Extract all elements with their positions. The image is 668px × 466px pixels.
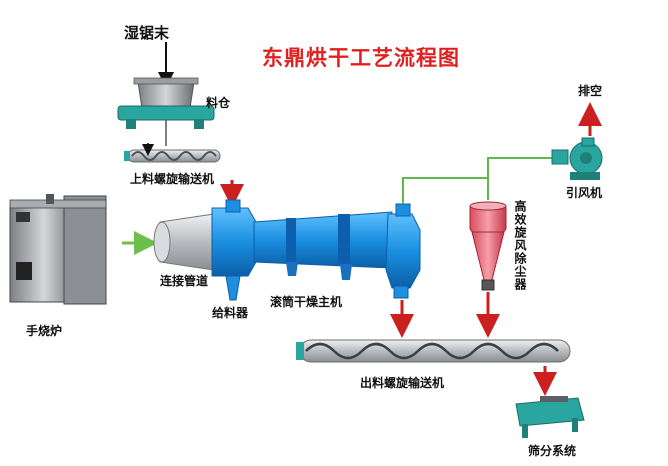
induced-draft-fan [551,137,603,180]
rotary-dryer [211,199,421,301]
dryer-label: 滚筒干燥主机 [270,295,343,309]
furnace-machine [9,194,107,305]
hopper-label: 料仓 [206,96,231,110]
connector-pipe-label: 连接管道 [160,274,209,288]
exhaust-label: 排空 [578,84,603,98]
discharge-screw-conveyor [296,339,571,363]
fan-label: 引风机 [566,186,603,200]
screening-label: 筛分系统 [528,444,577,458]
feeder-label: 给料器 [212,306,249,320]
screening-machine [515,396,585,438]
feed-screw-label: 上料螺旋输送机 [130,172,215,186]
feed-screw-conveyor [124,143,221,163]
diagram-title: 东鼎烘干工艺流程图 [262,46,460,70]
hopper-machine [117,77,215,146]
air-duct [402,157,556,204]
material-label: 湿锯末 [124,24,170,42]
cyclone-label: 高效旋风除尘器 [513,200,527,291]
connector-pipe [153,213,215,271]
discharge-screw-label: 出料螺旋输送机 [360,376,445,390]
cyclone-dust-collector [469,201,507,291]
furnace-label: 手烧炉 [26,324,63,338]
